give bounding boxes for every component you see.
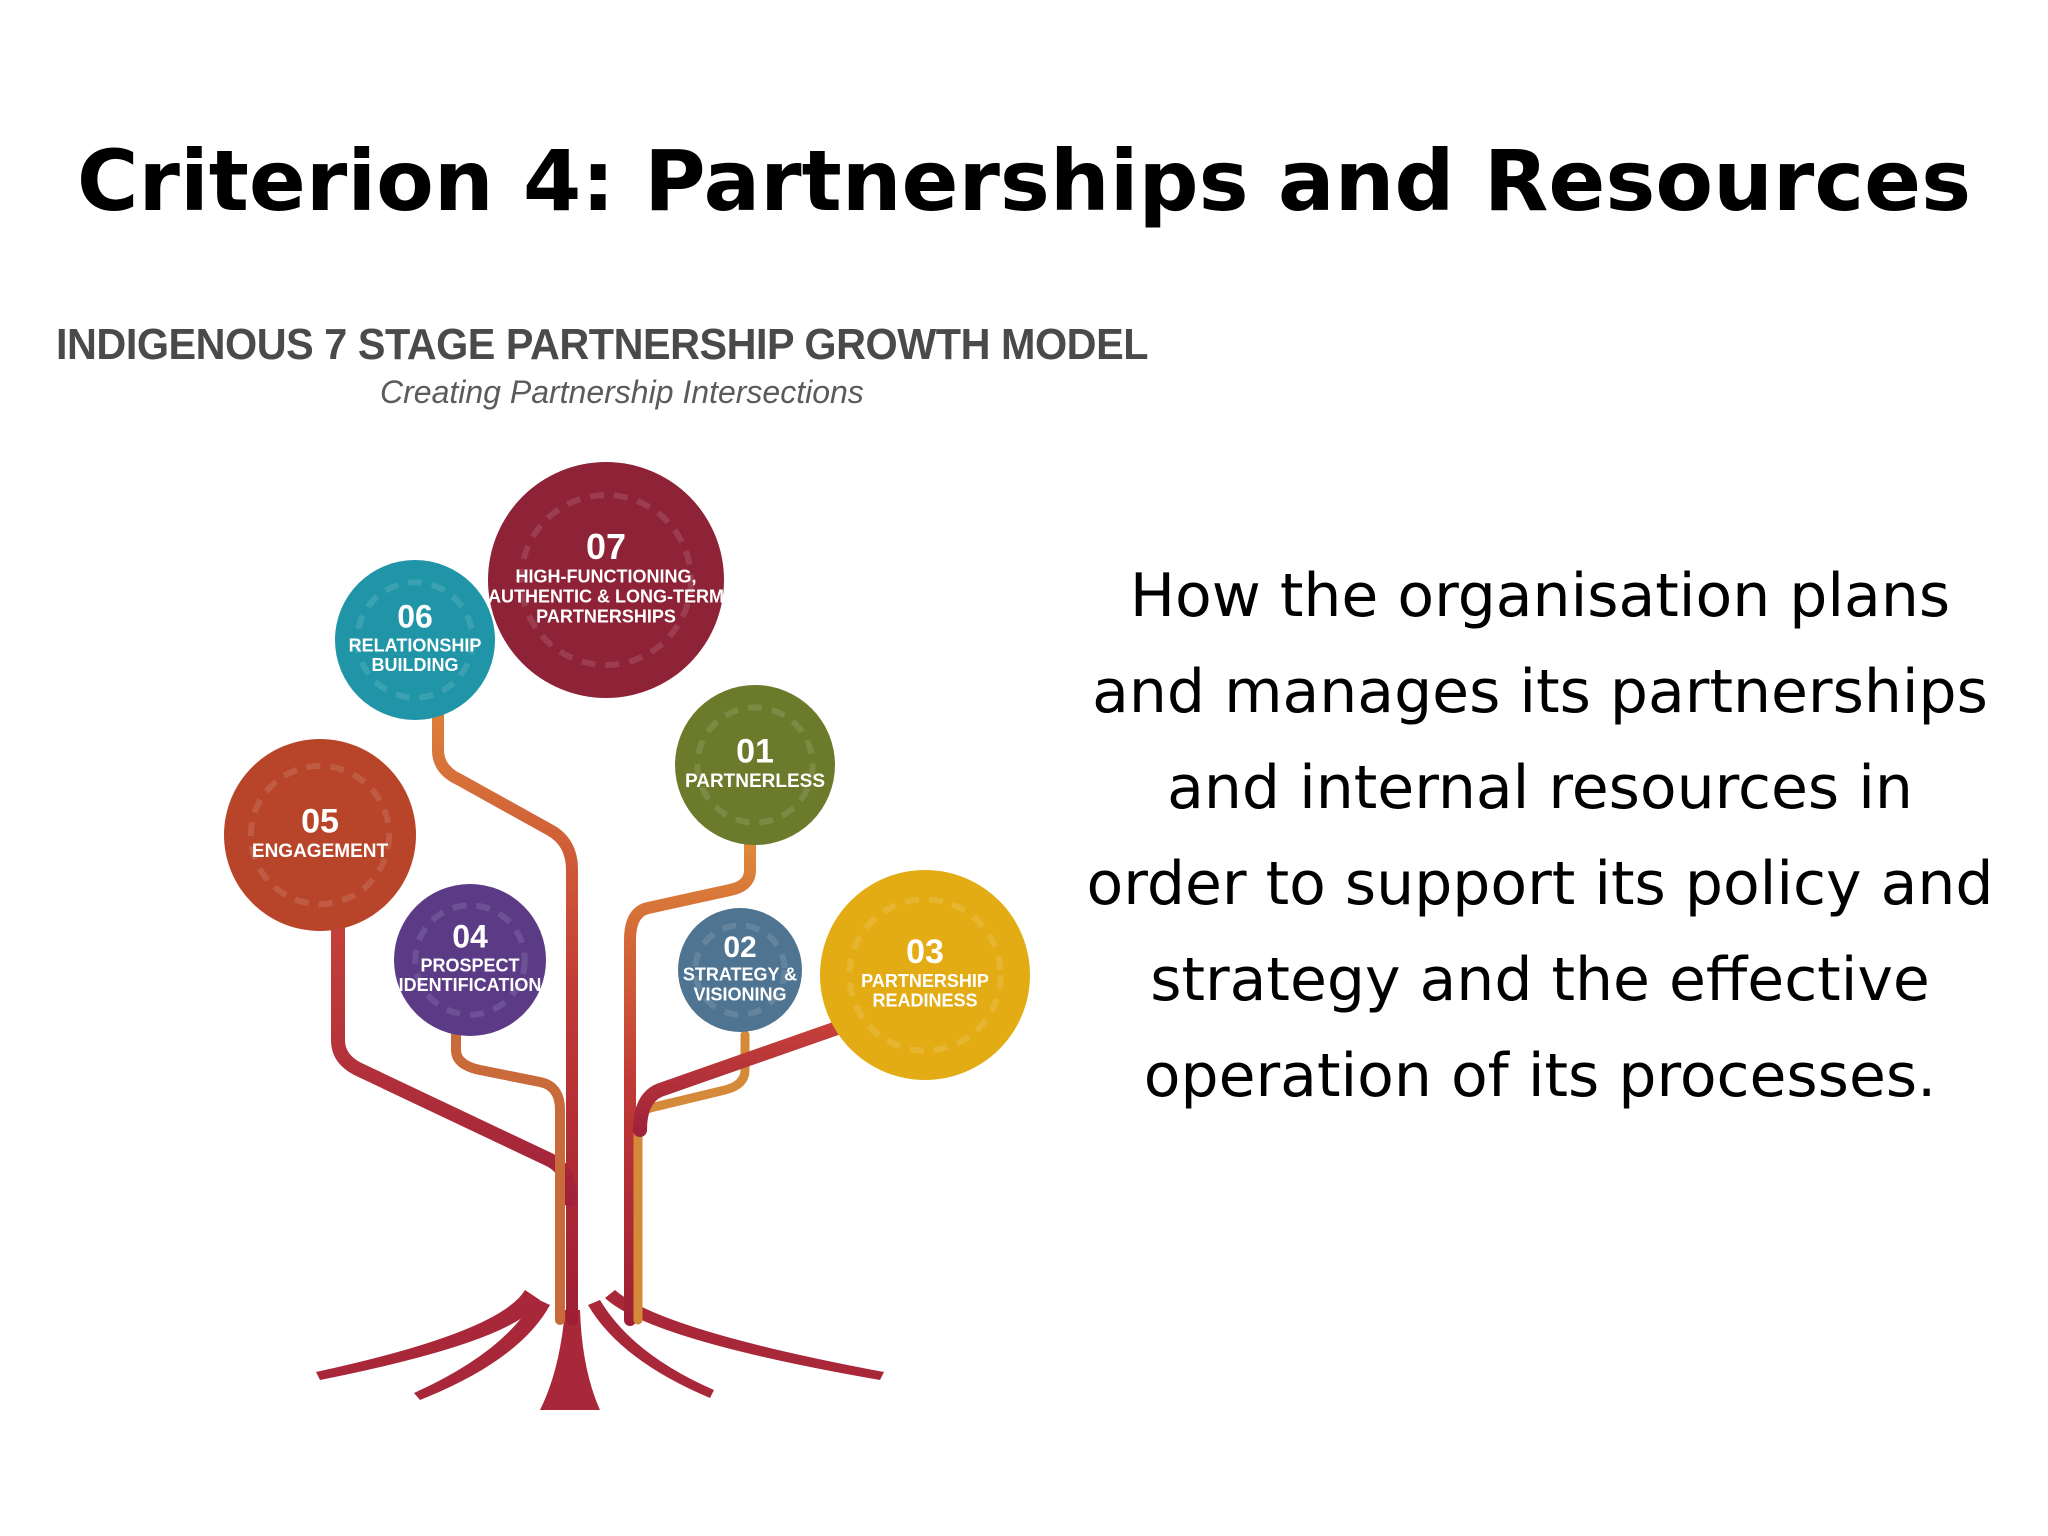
stage-number: 07 [586, 526, 626, 567]
stage-label-line: IDENTIFICATION [399, 975, 542, 995]
stage-number: 05 [301, 802, 339, 840]
slide-title: Criterion 4: Partnerships and Resources [0, 132, 2048, 230]
stage-number: 02 [723, 931, 756, 964]
model-title: INDIGENOUS 7 STAGE PARTNERSHIP GROWTH MO… [56, 320, 1137, 370]
stage-label-line: BUILDING [372, 655, 459, 675]
stage-label-line: ENGAGEMENT [252, 841, 389, 862]
stage-label-line: PARTNERSHIP [861, 971, 989, 991]
stage-label-line: STRATEGY & [683, 965, 797, 985]
model-subtitle: Creating Partnership Intersections [380, 374, 900, 411]
stage-number: 04 [452, 918, 488, 954]
stage-number: 01 [736, 732, 774, 770]
stage-label-line: PROSPECT [420, 955, 519, 975]
stage-label-line: HIGH-FUNCTIONING, [516, 567, 697, 587]
stage-label-line: PARTNERSHIPS [536, 606, 676, 626]
stage-number: 03 [906, 933, 944, 971]
stage-number: 06 [397, 598, 433, 634]
stage-label-line: VISIONING [693, 984, 786, 1004]
slide-description: How the organisation plans and manages i… [1080, 548, 2000, 1124]
stage-label-line: PARTNERLESS [685, 771, 825, 792]
stage-label-line: READINESS [872, 991, 977, 1011]
stage-label-line: RELATIONSHIP [349, 635, 482, 655]
stage-label-line: AUTHENTIC & LONG-TERM [488, 586, 724, 606]
